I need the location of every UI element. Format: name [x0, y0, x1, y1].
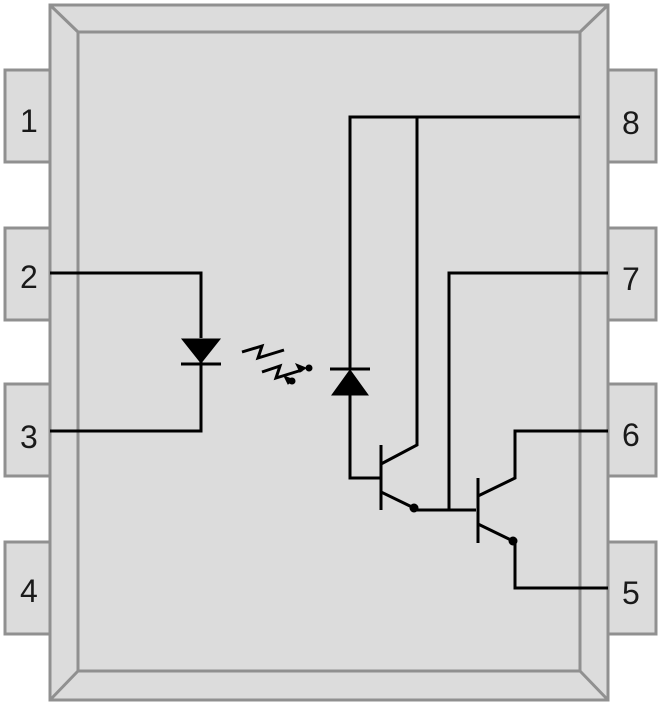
- pin-label-7: 7: [622, 261, 640, 297]
- wire-pin7: [447, 271, 608, 510]
- q1-collector: [380, 117, 419, 466]
- wire-pin5: [513, 541, 608, 590]
- wire-pin2: [50, 271, 203, 338]
- arrow-dot-2: [288, 377, 296, 385]
- q1-emitter: [380, 490, 415, 510]
- package-body: [48, 3, 610, 702]
- pin-1-tab: [3, 68, 55, 164]
- pin-label-2: 2: [20, 259, 38, 295]
- light-arrows: [241, 343, 313, 385]
- q2-emitter: [477, 522, 514, 543]
- pin-8-tab: [606, 68, 658, 164]
- photodiode: [330, 115, 580, 480]
- led-triangle: [180, 338, 222, 364]
- light-ray-1: [241, 343, 285, 361]
- q2-collector: [477, 429, 608, 498]
- right-pins: [606, 68, 658, 636]
- pin-label-6: 6: [622, 417, 640, 453]
- pin-2-tab: [3, 226, 55, 322]
- pin-3-tab: [3, 382, 55, 478]
- wire-pin3: [50, 362, 203, 433]
- pin-label-3: 3: [20, 419, 38, 455]
- wire-photodiode-base: [348, 395, 381, 480]
- pin-label-4: 4: [20, 573, 38, 609]
- arrow-dot-1: [305, 364, 313, 372]
- light-ray-2: [261, 363, 303, 381]
- wire-pin8-top: [348, 115, 580, 368]
- pin-label-5: 5: [622, 575, 640, 611]
- left-pins: [3, 68, 55, 636]
- transistor-q2: [476, 429, 608, 590]
- pin-6-tab: [606, 382, 658, 478]
- arrow-head-1: [294, 363, 308, 373]
- pin-label-1: 1: [20, 103, 38, 139]
- transistor-q1: [379, 117, 476, 513]
- input-led: [50, 271, 222, 433]
- pin-label-8: 8: [622, 105, 640, 141]
